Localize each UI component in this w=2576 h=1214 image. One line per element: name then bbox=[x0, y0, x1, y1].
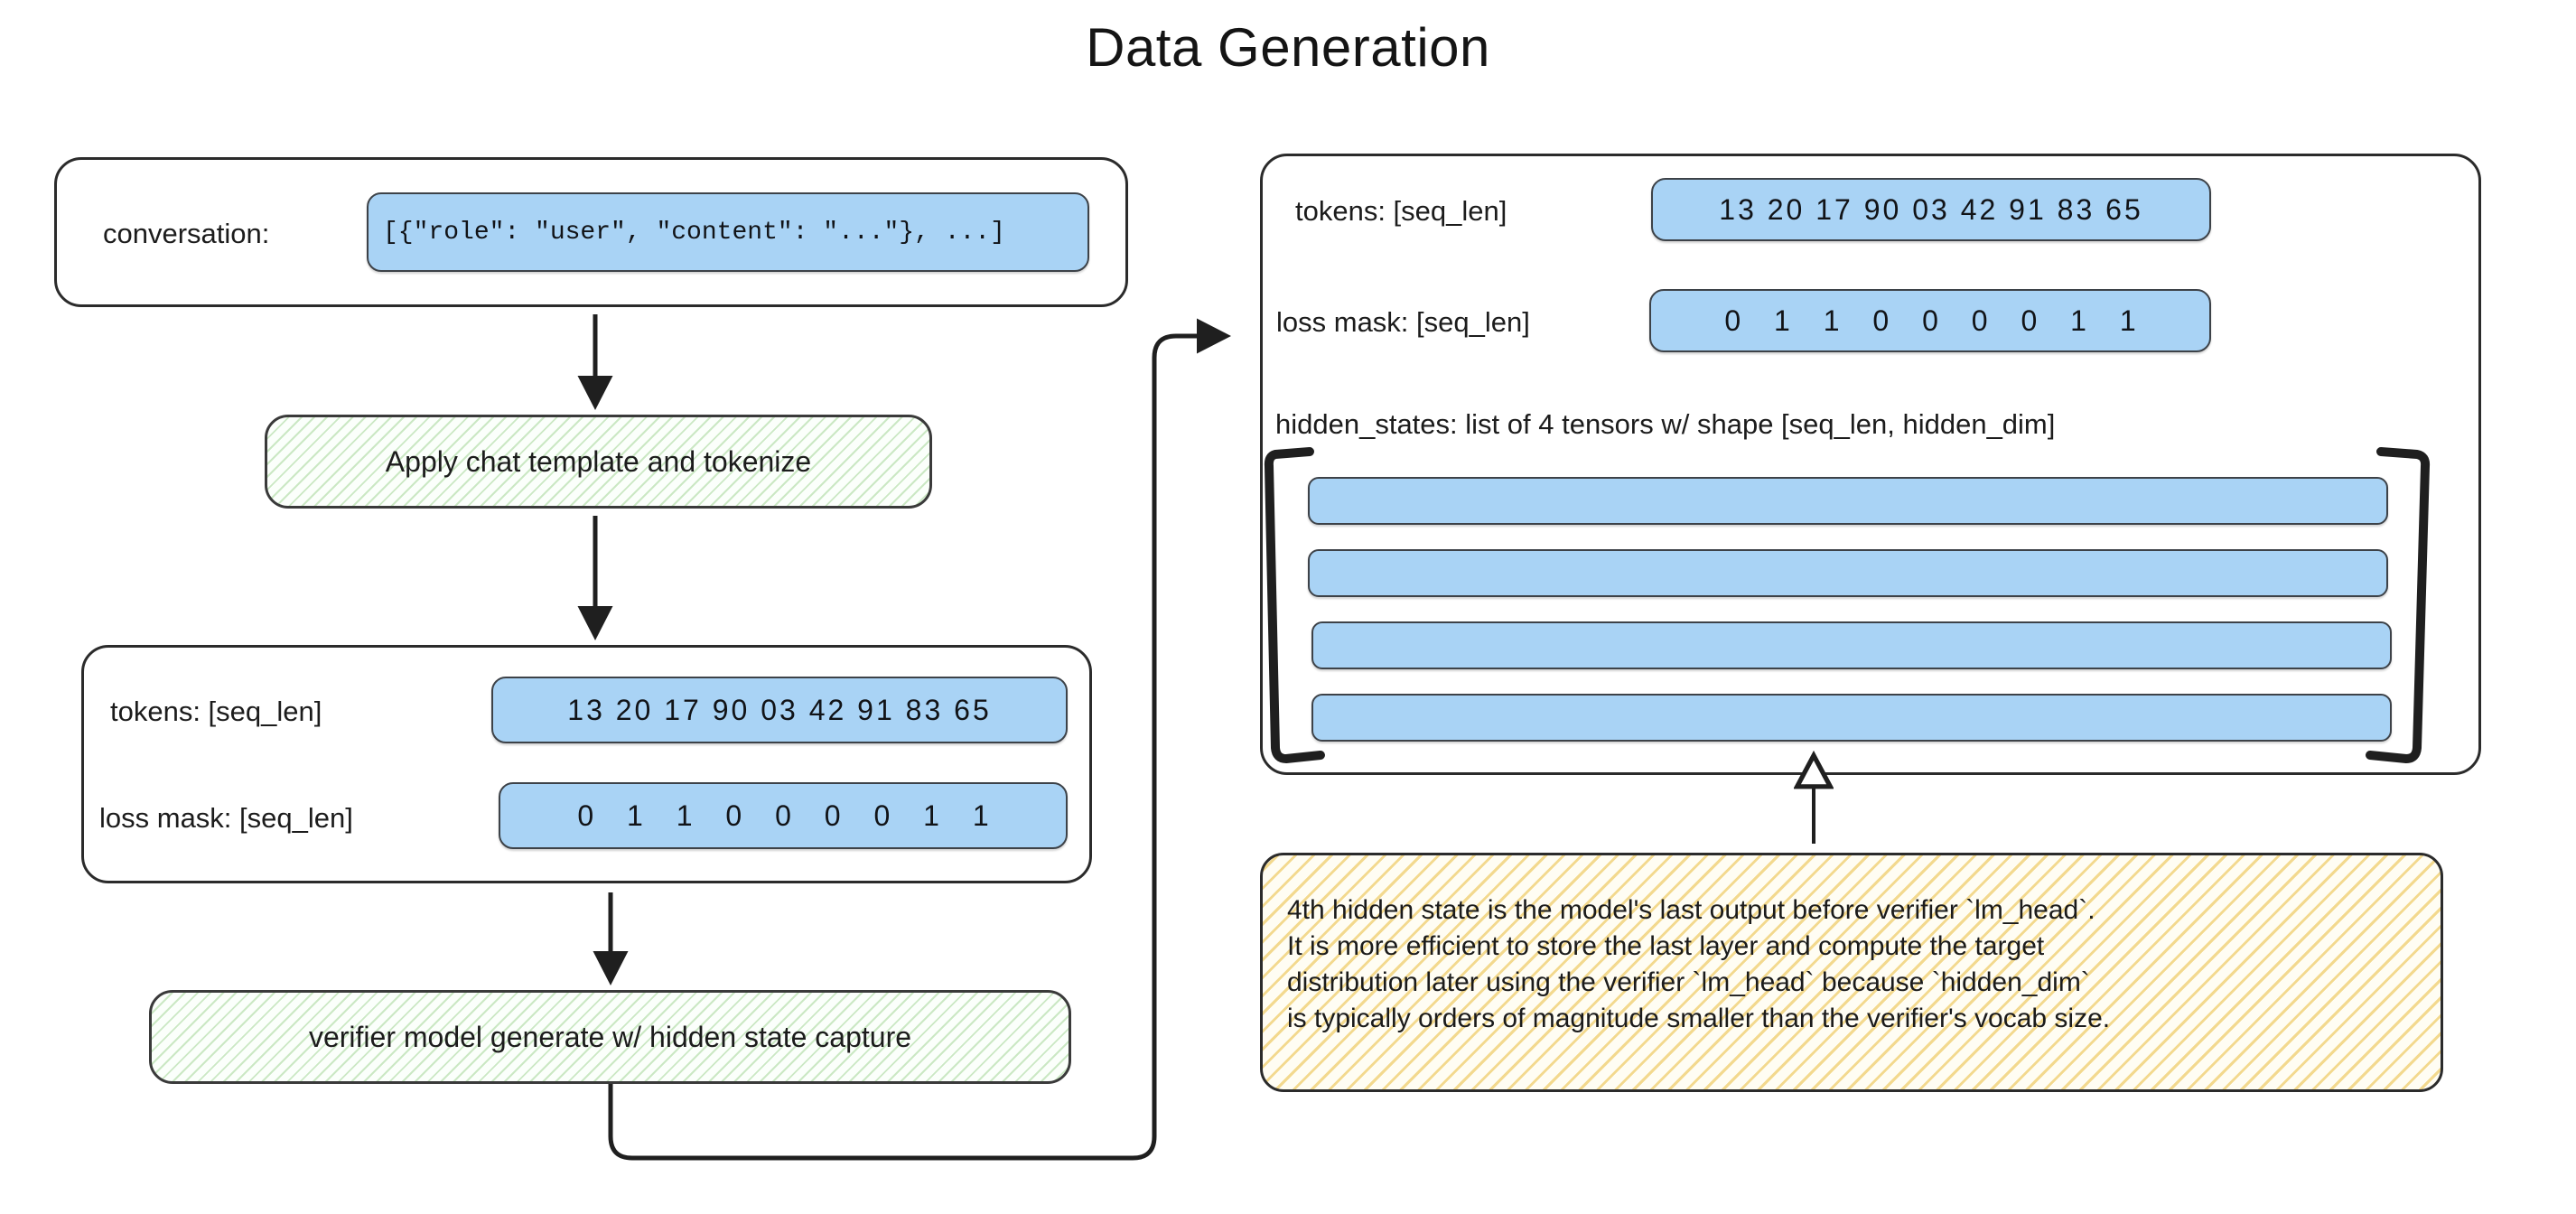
hidden-states-caption: hidden_states: list of 4 tensors w/ shap… bbox=[1275, 408, 2056, 440]
step-apply-chat-template-label: Apply chat template and tokenize bbox=[385, 444, 812, 478]
output-tokens-value-pill: 13 20 17 90 03 42 91 83 65 bbox=[1651, 178, 2211, 241]
step-verifier-generate: verifier model generate w/ hidden state … bbox=[149, 990, 1071, 1084]
hidden-state-tensor-bar bbox=[1308, 549, 2388, 597]
output-group-box bbox=[1260, 154, 2481, 775]
step-apply-chat-template: Apply chat template and tokenize bbox=[265, 415, 932, 509]
tokens-value-pill: 13 20 17 90 03 42 91 83 65 bbox=[491, 677, 1068, 743]
output-loss-mask-label: loss mask: [seq_len] bbox=[1276, 306, 1530, 338]
loss-mask-label: loss mask: [seq_len] bbox=[99, 802, 353, 834]
output-loss-mask-value-pill: 0 1 1 0 0 0 0 1 1 bbox=[1649, 289, 2211, 352]
hidden-state-tensor-bar bbox=[1311, 621, 2392, 669]
explanation-note-text: 4th hidden state is the model's last out… bbox=[1287, 895, 2111, 1033]
loss-mask-value-pill: 0 1 1 0 0 0 0 1 1 bbox=[499, 782, 1068, 849]
tokens-label: tokens: [seq_len] bbox=[110, 696, 322, 727]
hidden-state-tensor-bar bbox=[1308, 477, 2388, 525]
step-verifier-generate-label: verifier model generate w/ hidden state … bbox=[308, 1020, 912, 1053]
conversation-label: conversation: bbox=[103, 218, 270, 249]
output-tokens-label: tokens: [seq_len] bbox=[1295, 195, 1507, 227]
hidden-state-tensor-bar bbox=[1311, 694, 2392, 742]
page-title: Data Generation bbox=[1086, 17, 1490, 78]
conversation-value-pill: [{"role": "user", "content": "..."}, ...… bbox=[367, 192, 1089, 272]
explanation-note-box bbox=[1260, 853, 2443, 1092]
